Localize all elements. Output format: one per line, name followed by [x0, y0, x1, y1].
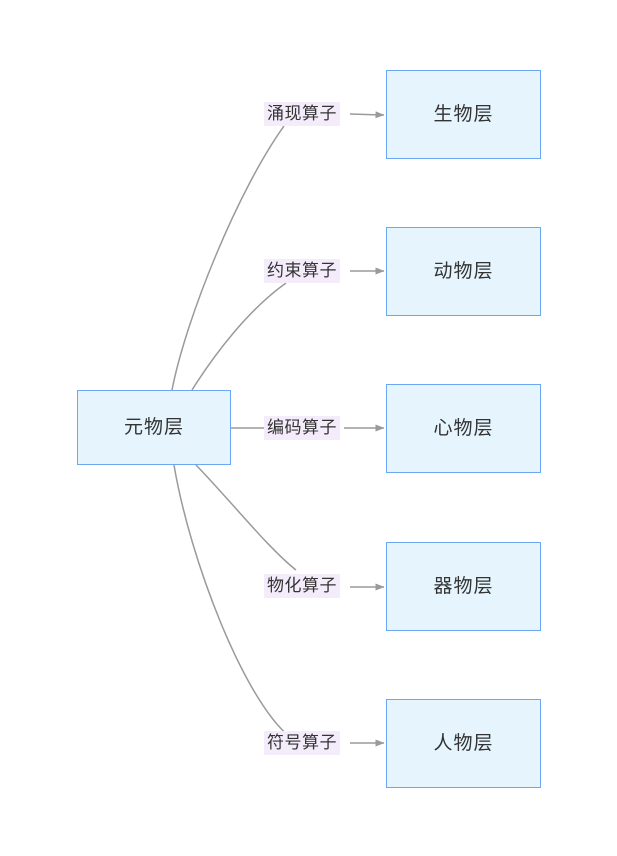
edge-path-constraint: [191, 282, 287, 391]
node-artifact-layer-label: 器物层: [433, 576, 494, 597]
node-mind-layer-label: 心物层: [433, 418, 494, 439]
edge-label-emergence[interactable]: 涌现算子: [264, 102, 340, 126]
node-meta-layer[interactable]: 元物层: [77, 390, 231, 465]
node-bio-layer[interactable]: 生物层: [386, 70, 541, 159]
edge-path-materialize: [195, 464, 297, 571]
node-bio-layer-label: 生物层: [433, 104, 494, 125]
edge-label-materialize[interactable]: 物化算子: [264, 574, 340, 598]
node-artifact-layer[interactable]: 器物层: [386, 542, 541, 631]
edge-arrow-emergence: [349, 111, 385, 119]
edge-path-emergence: [171, 125, 285, 391]
edge-label-constraint[interactable]: 约束算子: [264, 259, 340, 283]
node-animal-layer[interactable]: 动物层: [386, 227, 541, 316]
edge-path-symbol: [173, 464, 291, 738]
edge-label-symbol[interactable]: 符号算子: [264, 731, 340, 755]
node-person-layer[interactable]: 人物层: [386, 699, 541, 788]
node-mind-layer[interactable]: 心物层: [386, 384, 541, 473]
node-animal-layer-label: 动物层: [433, 261, 494, 282]
node-meta-layer-label: 元物层: [123, 417, 184, 438]
edge-label-encoding[interactable]: 编码算子: [264, 416, 340, 440]
node-person-layer-label: 人物层: [433, 733, 494, 754]
